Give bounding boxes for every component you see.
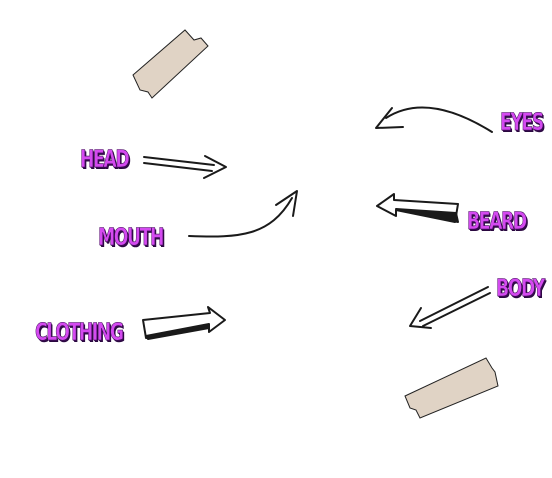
tape-bottom: [404, 357, 499, 419]
label-clothing: CLOTHING: [35, 318, 124, 346]
label-body: BODY: [496, 274, 546, 302]
label-head: HEAD: [80, 145, 130, 173]
beard-arrow: [376, 193, 459, 223]
eyes-arrow: [375, 106, 493, 133]
clothing-arrow: [142, 306, 226, 340]
label-beard: BEARD: [467, 207, 528, 235]
head-arrow: [143, 155, 227, 179]
tape-top: [132, 29, 209, 99]
mouth-arrow: [188, 190, 298, 238]
body-arrow: [409, 286, 491, 329]
label-mouth: MOUTH: [98, 223, 165, 251]
label-eyes: EYES: [500, 108, 545, 136]
